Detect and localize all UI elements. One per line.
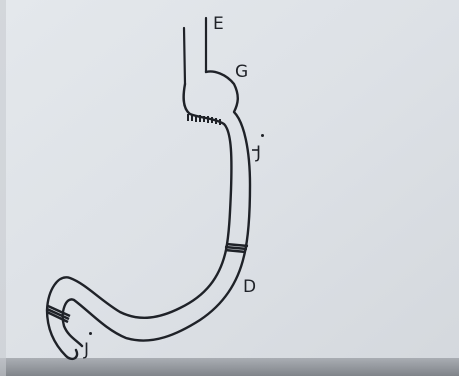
- paper-bottom-shadow: [0, 358, 459, 376]
- label-e: E: [213, 16, 224, 33]
- label-d: D: [243, 279, 256, 296]
- label-g: G: [235, 64, 248, 81]
- label-j-lower-dot: [89, 332, 92, 335]
- pylorus-band: [225, 244, 248, 252]
- paper-left-shadow: [0, 0, 6, 376]
- label-j-upper-dot: [261, 134, 264, 137]
- label-j-upper: J: [256, 145, 261, 162]
- label-j-lower: J: [84, 342, 89, 359]
- esophagus-left-wall: [184, 28, 185, 84]
